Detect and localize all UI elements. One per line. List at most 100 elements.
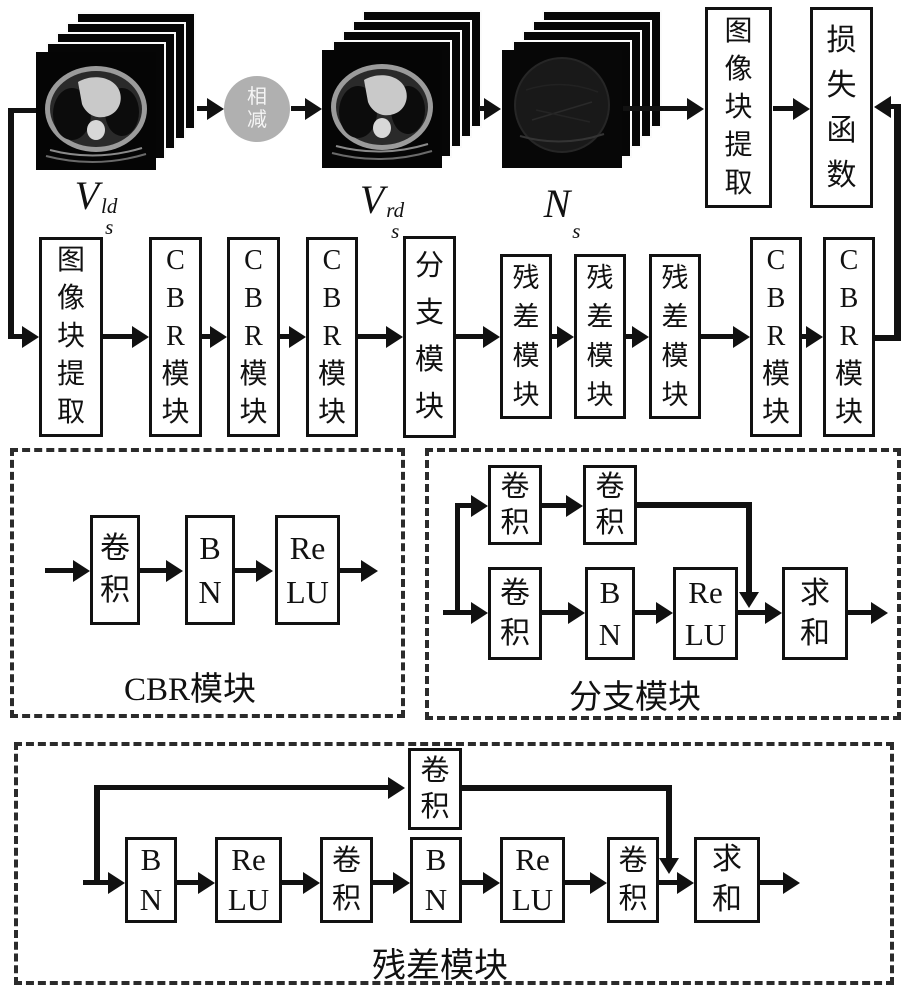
ct-slice-front xyxy=(36,52,156,170)
vrd-sup: rd xyxy=(386,198,405,222)
box-label: 残 差 模 块 xyxy=(512,262,540,410)
arrow xyxy=(626,334,632,339)
residual-module-caption: 残差模块 xyxy=(372,948,508,985)
vrd-sub: s xyxy=(391,219,400,243)
box-label: 残 差 模 块 xyxy=(661,262,689,410)
vrd-label-base: V xyxy=(359,177,385,222)
arrow-down xyxy=(746,576,752,592)
residual-relu1-box: Re LU xyxy=(215,837,282,923)
arrow xyxy=(456,334,483,339)
box-label: 图 像 块 提 取 xyxy=(724,15,753,199)
residual-module-detail xyxy=(14,742,894,985)
box-label: 卷 积 xyxy=(500,471,530,539)
residual-conv1-box: 卷 积 xyxy=(320,837,373,923)
branch-bn-box: B N xyxy=(585,567,635,660)
branch-conv-top2-box: 卷 积 xyxy=(583,465,637,545)
pipeline-box-residual-2: 残 差 模 块 xyxy=(574,254,626,419)
residual-relu2-box: Re LU xyxy=(500,837,565,923)
box-label: C B R 模 块 xyxy=(239,245,268,428)
arrow xyxy=(565,880,590,885)
residual-bn1-box: B N xyxy=(125,837,177,923)
ct-stack-vld xyxy=(36,12,196,170)
box-label: B N xyxy=(198,530,222,610)
box-label: 卷 积 xyxy=(595,471,625,539)
arrow xyxy=(177,880,198,885)
box-label: 卷 积 xyxy=(420,755,450,823)
box-label: Re LU xyxy=(286,530,329,610)
vld-sub: s xyxy=(105,215,114,239)
pipeline-box-cbr-1: C B R 模 块 xyxy=(149,237,202,437)
ns-label-scripts: s xyxy=(572,221,580,242)
box-label: B N xyxy=(598,574,622,652)
arrow xyxy=(202,334,210,339)
box-label: 卷 积 xyxy=(618,845,648,915)
ct-slice-front xyxy=(322,50,442,168)
pipeline-box-residual-3: 残 差 模 块 xyxy=(649,254,701,419)
branch-sum-box: 求 和 xyxy=(782,567,848,660)
arrow xyxy=(542,610,568,615)
subtract-circle: 相 减 xyxy=(224,76,290,142)
arrow xyxy=(738,610,765,615)
box-label: 求 和 xyxy=(712,843,742,916)
vld-label-base: V xyxy=(74,173,100,218)
arrow xyxy=(235,568,256,573)
vld-sup: ld xyxy=(101,194,118,218)
cbr-conv-box: 卷 积 xyxy=(90,515,140,625)
loss-function-box: 损 失 函 数 xyxy=(810,7,873,208)
box-label: B N xyxy=(424,842,448,917)
arrow xyxy=(83,880,108,885)
arrow xyxy=(462,880,483,885)
arrow xyxy=(8,334,22,339)
pipeline-box-cbr-3: C B R 模 块 xyxy=(306,237,358,437)
feedback-line-stub xyxy=(875,335,901,341)
residual-skip-arrow xyxy=(94,785,388,790)
residual-split-line xyxy=(94,785,100,882)
branch-module-detail xyxy=(425,448,901,720)
ns-label-base: N xyxy=(543,181,571,226)
arrow xyxy=(760,880,783,885)
subtract-circle-label: 相 减 xyxy=(247,86,267,131)
arrow xyxy=(197,106,207,111)
arrow xyxy=(457,503,471,508)
residual-bn2-box: B N xyxy=(410,837,462,923)
arrow xyxy=(552,334,557,339)
noise-slice-front xyxy=(502,50,622,168)
box-label: Re LU xyxy=(511,842,554,917)
arrow xyxy=(340,568,361,573)
box-label: 图 像 块 提 取 xyxy=(56,245,85,428)
residual-conv2-box: 卷 积 xyxy=(607,837,659,923)
cbr-module-caption: CBR模块 xyxy=(123,672,257,708)
box-label: 求 和 xyxy=(800,576,830,650)
feed-line-horizontal xyxy=(8,108,36,113)
pipeline-box-cbr-4: C B R 模 块 xyxy=(750,237,802,437)
patch-extract-box-top: 图 像 块 提 取 xyxy=(705,7,772,208)
arrow xyxy=(291,106,305,111)
pipeline-box-cbr-2: C B R 模 块 xyxy=(227,237,280,437)
arrow xyxy=(623,106,687,111)
box-label: Re LU xyxy=(227,842,270,917)
box-label: C B R 模 块 xyxy=(161,245,190,428)
branch-module-caption: 分支模块 xyxy=(569,680,701,716)
branch-conv-bottom-box: 卷 积 xyxy=(488,567,542,660)
arrow xyxy=(140,568,166,573)
arrow xyxy=(358,334,386,339)
residual-skip-line xyxy=(462,785,672,791)
branch-top-line xyxy=(637,502,752,508)
arrow xyxy=(659,880,677,885)
box-label: 卷 积 xyxy=(331,845,361,915)
arrow xyxy=(45,568,73,573)
arrow xyxy=(479,106,484,111)
ct-chest-image xyxy=(36,52,156,170)
feed-line-vertical xyxy=(8,108,14,339)
branch-conv-top1-box: 卷 积 xyxy=(488,465,542,545)
noise-image xyxy=(502,50,622,168)
ct-chest-image xyxy=(322,50,442,168)
pipeline-box-cbr-5: C B R 模 块 xyxy=(823,237,875,437)
cbr-bn-box: B N xyxy=(185,515,235,625)
arrow-down xyxy=(666,852,672,858)
box-label: C B R 模 块 xyxy=(317,245,346,428)
box-label: 残 差 模 块 xyxy=(586,262,614,410)
